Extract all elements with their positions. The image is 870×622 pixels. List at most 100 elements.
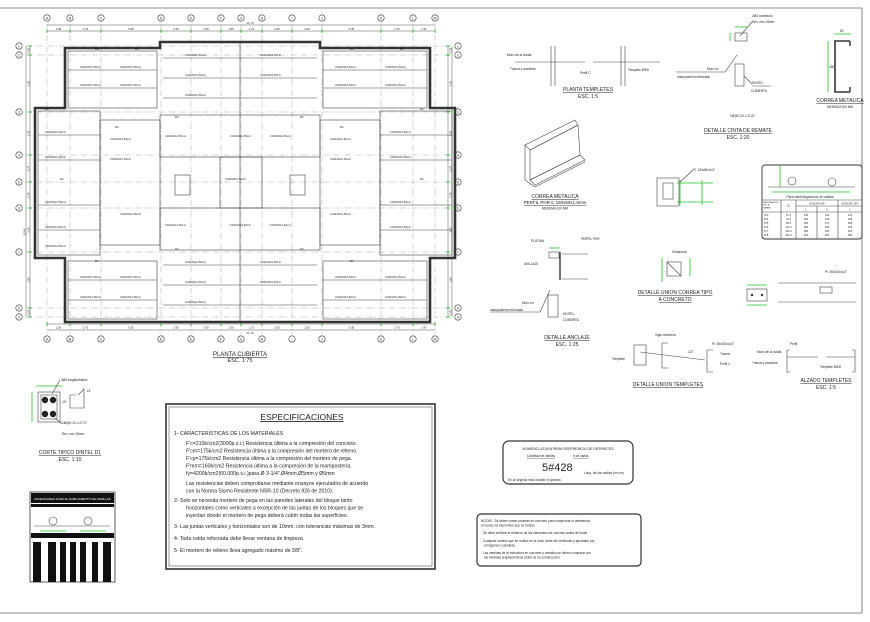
purlin-label: C160x60x1.50mm [80,83,101,87]
purlin-label: C160x60x1.50mm [45,155,66,159]
grid-bubble [15,151,23,159]
purlin-label: C160x60x1.50mm [185,73,206,77]
rebar-table-cell: 133.4 [785,229,792,233]
correa-metalica-3d [524,119,586,188]
rebar-table-cell: Nº4 [764,217,769,221]
cinta-label: 1Ø@0.20 L=0.20 [730,114,755,118]
nomenclature-qty-label: Cantidad de varillas [527,454,555,458]
union-templetes-label: Pl. 50x100x1/4" [712,342,734,346]
grid-label-y: 6 [18,206,20,210]
dimension-value: 2.50 [173,27,179,31]
specs-item-3: 3- Las juntas verticales y horizontales … [174,524,375,530]
purlin-label: C160x60x1.50mm [385,83,406,87]
plan-dimension-lines: 1.951.952.752.755.355.352.502.502.652.65… [23,21,453,335]
dimension-total: 15.80 [23,228,27,235]
nomenclature-title: NOMENCLATURA PARA REFERENCIA DE DESPIECE… [522,447,614,451]
grid-bubble [66,14,74,22]
grid-bubble [15,313,23,321]
purlin-label: C160x60x1.50mm [270,134,291,138]
union-templetes-label: Templete [612,357,625,361]
grid-label-x: D [160,337,163,341]
specs-item-2: inyectan donde el mortero de pega deberá… [186,513,348,519]
nomenclature-bar-label: # de varilla [573,454,589,458]
rebar-table-cell: Nº6 [764,225,769,229]
grid-bubble [318,335,326,343]
grid-label-x: H [261,337,264,341]
beam-label: D1 [350,47,354,51]
purlin-label: C160x60x1.50mm [330,137,351,141]
dintel-bars-label: 4Ø3 longitudinales [61,378,88,382]
correa-height-dim: 160 [829,65,835,69]
specs-resistance-note: con la Norma Sismo Resistente NSR-10 (De… [186,489,333,495]
grid-bubble [409,14,417,22]
union-templetes-label: Perfil C [720,362,731,366]
purlin-label: C160x60x1.50mm [185,260,206,264]
notes-line: en todos los elementos que se funden. [481,524,536,528]
grid-label-x: A [46,16,49,20]
purlin-label: C160x60x1.50mm [80,295,101,299]
dimension-value: 1.25 [27,227,31,233]
union-templetes-label: 1/2" [688,350,694,354]
purlin-label: C160x60x1.50mm [45,130,66,134]
union-label: Pl. 120x80x1/4" [693,168,715,172]
grid-bubble [15,108,23,116]
purlin-label: C160x60x1.50mm [260,280,281,284]
grid-label-y: 8 [18,306,20,310]
grid-bubble [15,51,23,59]
grid-label-x: J [321,16,323,20]
templetes-label: Muro de la culata [507,53,532,57]
correa-3d-title: CORREA METALICA [531,194,579,200]
rebar-header: GANCHO 90° [809,202,825,206]
dimension-value: 1.72 [249,326,255,330]
correa-section-subtitle: MEDIDAS EN MM [827,105,853,109]
purlin-label: C160x60x1.50mm [110,157,131,161]
grid-bubble [15,42,23,50]
notes-line: - Las medidas de la estructura en concre… [481,551,591,555]
purlin-label: C160x60x1.50mm [385,65,406,69]
grid-label-x: K [380,16,383,20]
purlin-label: C160x60x1.50mm [335,275,356,279]
union-templetes-title: DETALLE UNION TEMPLETES [633,382,704,388]
templetes-label: Perfil C [580,71,591,75]
grid-label-y: 1 [18,44,20,48]
grid-bubble [454,313,462,321]
correa-3d-subtitle: PERFIL PHR C 160x60x1.5mm [524,200,587,205]
notes-line: NOTAS: -Se deben tomar pruebas de concre… [481,519,590,523]
rebar-table-cell: 300 [804,225,809,229]
templetes-title: PLANTA TEMPLETES [563,87,613,93]
union-concreto-title: DETALLE UNION CORREA TIPO [638,290,713,296]
grid-label-y: 9 [457,315,459,319]
nomenclature-note: En la longitud esta incluido el gancho. [508,478,562,482]
union-correa-detail: Pl. 120x80x1/4" [656,168,715,207]
specs-item-2: 2- Solo se necesita mortero de pega en l… [174,498,353,504]
anclaje-label: PERFIL PHR [581,237,600,241]
dimension-value: 2.50 [173,326,179,330]
rebar-table-cell: 57.2 [786,213,792,217]
purlin-label: C160x60x1.50mm [45,244,66,248]
grid-label-y: 1 [457,44,459,48]
bar-bending-dimensions-box: DIMENSIONES PARA EL DOBLAMIENTO DE VARIL… [29,491,116,583]
grid-bubble [237,335,245,343]
grid-label-x: M [434,337,437,341]
cinta-remate-detail: 2Ø3 continuos Rec. min 15mm Muro en mamp… [676,14,775,141]
alzado-title: ALZADO TEMPLETES [800,378,852,384]
alzado-label: Templete Ø3/8 [820,365,841,369]
plan-scale: ESC. 1:75 [227,358,252,364]
planta-templetes-detail: Muro de la culata Tuerca y arandela Perf… [507,46,660,100]
rebar-table-cell: 260 [825,233,830,237]
grid-label-x: E [190,337,193,341]
purlin-label: C160x60x1.50mm [270,223,291,227]
anclaje-label: CUBIERTA [563,318,580,322]
dimension-value: 5.35 [128,326,134,330]
nomenclature-box: NOMENCLATURA PARA REFERENCIA DE DESPIECE… [502,440,634,485]
grid-label-y: 4 [457,153,459,157]
templetes-scale: ESC. 1:5 [578,94,598,100]
notes-line: las medidas arquitectónicas antes de su … [484,556,560,560]
grid-label-y: 4 [18,153,20,157]
dimension-value: 1.25 [449,130,453,136]
grid-label-x: B [69,16,72,20]
grid-bubble [377,14,385,22]
beam-label: D1 [420,177,424,181]
dimension-value: 0.25 [449,309,453,315]
